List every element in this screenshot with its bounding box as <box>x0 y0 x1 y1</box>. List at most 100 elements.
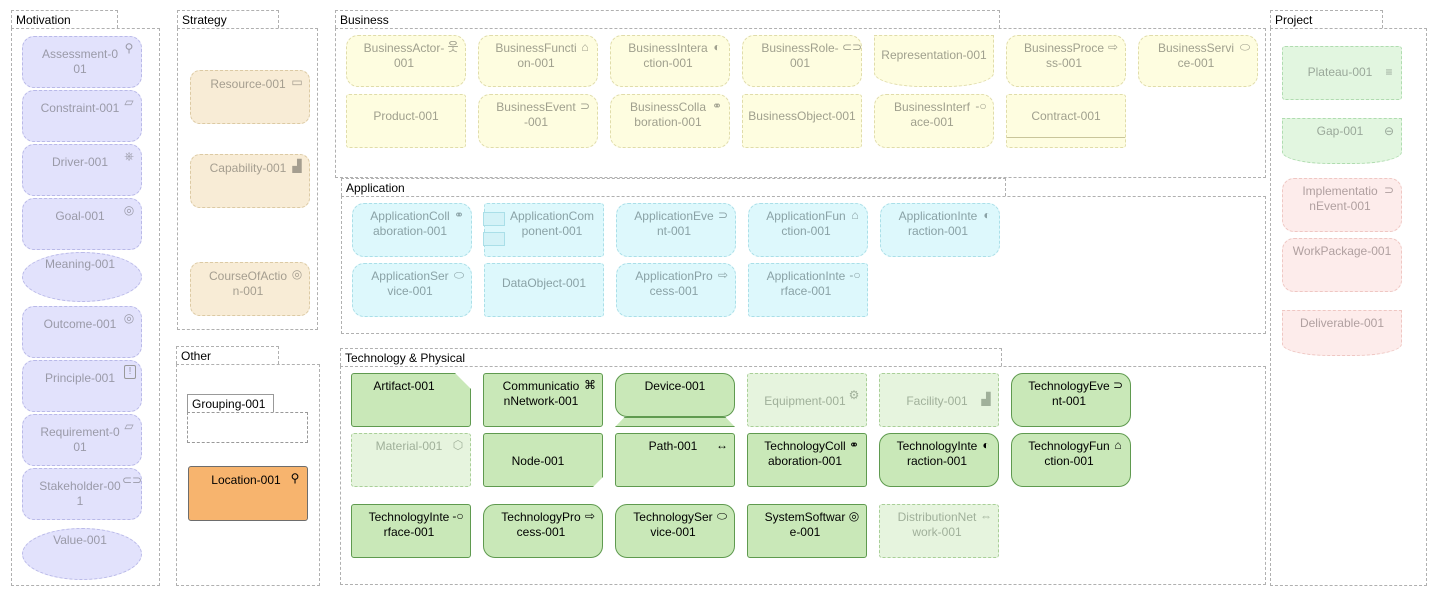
resource-element[interactable]: Resource-001 ▭ <box>190 70 310 124</box>
business-event-element[interactable]: BusinessEvent-001 ⊃ <box>478 94 598 148</box>
distribution-network-element[interactable]: DistributionNetwork-001 ⇔ <box>879 504 999 558</box>
technology-event-element[interactable]: TechnologyEvent-001 ⊃ <box>1011 373 1131 427</box>
artifact-element[interactable]: Artifact-001 <box>351 373 471 427</box>
application-interaction-element[interactable]: ApplicationInteraction-001 ◐ <box>880 203 1000 257</box>
group-tab-motivation: Motivation <box>11 10 118 28</box>
facility-element[interactable]: Facility-001 ▟ <box>879 373 999 427</box>
technology-collaboration-element[interactable]: TechnologyCollaboration-001 ⚭ <box>747 433 867 487</box>
goal-element[interactable]: Goal-001 ◎ <box>22 198 142 250</box>
application-process-element[interactable]: ApplicationProcess-001 ⇨ <box>616 263 736 317</box>
assessment-element[interactable]: Assessment-001 ⚲ <box>22 36 142 88</box>
group-project[interactable] <box>1270 28 1427 586</box>
business-process-element[interactable]: BusinessProcess-001 ⇨ <box>1006 35 1126 87</box>
representation-element[interactable]: Representation-001 <box>874 35 994 87</box>
gap-element[interactable]: Gap-001 ⊖ <box>1282 118 1402 164</box>
driver-element[interactable]: Driver-001 ⎈ <box>22 144 142 196</box>
target-arrow-icon: ◎ <box>123 311 135 325</box>
group-other[interactable] <box>176 364 320 586</box>
location-element[interactable]: Location-001 ⚲ <box>188 466 308 521</box>
stakeholder-element[interactable]: Stakeholder-001 ⊂⊃ <box>22 468 142 520</box>
event-icon: ⊃ <box>1383 183 1395 197</box>
communication-network-element[interactable]: CommunicationNetwork-001 ⌘ <box>483 373 603 427</box>
application-collaboration-element[interactable]: ApplicationCollaboration-001 ⚭ <box>352 203 472 257</box>
application-event-element[interactable]: ApplicationEvent-001 ⊃ <box>616 203 736 257</box>
path-label: Path-001 <box>648 439 698 453</box>
technology-process-element[interactable]: TechnologyProcess-001 ⇨ <box>483 504 603 558</box>
plateau-label: Plateau-001 <box>1307 65 1373 79</box>
location-label: Location-001 <box>211 473 281 487</box>
service-pill-icon: ⬭ <box>453 268 465 282</box>
plateau-element[interactable]: Plateau-001 ≡ <box>1282 46 1402 100</box>
contract-element[interactable]: Contract-001 <box>1006 94 1126 148</box>
group-technology[interactable] <box>340 366 1266 585</box>
group-label-technology: Technology & Physical <box>345 351 466 365</box>
system-software-element[interactable]: SystemSoftware-001 ◎ <box>747 504 867 558</box>
node-element[interactable]: Node-001 <box>483 433 603 487</box>
business-object-element[interactable]: BusinessObject-001 <box>742 94 862 148</box>
constraint-element[interactable]: Constraint-001 ▱ <box>22 90 142 142</box>
stakeholder-label: Stakeholder-001 <box>39 479 121 508</box>
cylinder-icon: ⊂⊃ <box>122 473 143 487</box>
business-interaction-element[interactable]: BusinessInteraction-001 ◐ <box>610 35 730 87</box>
material-element[interactable]: Material-001 ⬡ <box>351 433 471 487</box>
deliverable-element[interactable]: Deliverable-001 <box>1282 310 1402 356</box>
driver-label: Driver-001 <box>51 155 108 169</box>
meaning-element[interactable]: Meaning-001 <box>22 252 142 302</box>
outcome-element[interactable]: Outcome-001 ◎ <box>22 306 142 358</box>
hexagon-icon: ⬡ <box>452 438 464 452</box>
application-function-label: ApplicationFunction-001 <box>766 209 846 238</box>
data-object-element[interactable]: DataObject-001 <box>484 263 604 317</box>
group-label-business: Business <box>340 13 389 27</box>
exclamation-icon: ! <box>124 365 136 379</box>
requirement-element[interactable]: Requirement-001 ▱ <box>22 414 142 466</box>
stick-figure-icon: 웃 <box>447 40 459 54</box>
target-icon: ◎ <box>123 203 135 217</box>
path-element[interactable]: Path-001 ↔ <box>615 433 735 487</box>
application-component-label: ApplicationComponent-001 <box>509 209 595 238</box>
group-label-application: Application <box>346 181 405 195</box>
group-business[interactable] <box>335 28 1266 178</box>
business-role-element[interactable]: BusinessRole-001 ⊂⊃ <box>742 35 862 87</box>
business-collaboration-element[interactable]: BusinessCollaboration-001 ⚭ <box>610 94 730 148</box>
grouping-element[interactable] <box>187 412 308 443</box>
business-actor-element[interactable]: BusinessActor-001 웃 <box>346 35 466 87</box>
capability-element[interactable]: Capability-001 ▟ <box>190 154 310 208</box>
group-application[interactable] <box>341 196 1266 334</box>
parallelogram-icon: ▱ <box>124 419 134 433</box>
group-strategy[interactable] <box>177 28 318 330</box>
arrow-right-icon: ⇨ <box>584 509 596 523</box>
device-element[interactable]: Device-001 <box>615 373 735 417</box>
target-arrow-icon: ◎ <box>291 267 303 281</box>
technology-function-element[interactable]: TechnologyFunction-001 ⌂ <box>1011 433 1131 487</box>
implementation-event-element[interactable]: ImplementationEvent-001 ⊃ <box>1282 178 1402 232</box>
group-tab-business: Business <box>335 10 1000 28</box>
product-element[interactable]: Product-001 <box>346 94 466 148</box>
network-icon: ⌘ <box>584 378 596 392</box>
business-function-element[interactable]: BusinessFunction-001 ⌂ <box>478 35 598 87</box>
group-tab-application: Application <box>341 178 1006 196</box>
application-function-element[interactable]: ApplicationFunction-001 ⌂ <box>748 203 868 257</box>
equipment-element[interactable]: Equipment-001 ⚙ <box>747 373 867 427</box>
business-service-element[interactable]: BusinessService-001 ⬭ <box>1138 35 1258 87</box>
application-service-element[interactable]: ApplicationService-001 ⬭ <box>352 263 472 317</box>
technology-interaction-element[interactable]: TechnologyInteraction-001 ◐ <box>879 433 999 487</box>
application-interface-label: ApplicationInterface-001 <box>766 269 846 298</box>
map-pin-icon: ⚲ <box>290 471 300 485</box>
group-motivation[interactable] <box>11 28 160 586</box>
gap-circle-icon: ⊖ <box>1383 124 1395 138</box>
business-interface-element[interactable]: BusinessInterface-001 -○ <box>874 94 994 148</box>
device-label: Device-001 <box>644 379 706 393</box>
principle-element[interactable]: Principle-001 ! <box>22 360 142 412</box>
application-component-element[interactable]: ApplicationComponent-001 <box>483 203 604 257</box>
value-element[interactable]: Value-001 <box>22 528 142 580</box>
work-package-element[interactable]: WorkPackage-001 <box>1282 238 1402 292</box>
technology-service-element[interactable]: TechnologyService-001 ⬭ <box>615 504 735 558</box>
disc-icon: ◎ <box>848 509 860 523</box>
course-of-action-element[interactable]: CourseOfAction-001 ◎ <box>190 262 310 316</box>
application-interface-element[interactable]: ApplicationInterface-001 -○ <box>748 263 868 317</box>
system-software-label: SystemSoftware-001 <box>764 510 846 539</box>
interface-lollipop-icon: -○ <box>975 99 987 113</box>
technology-interface-element[interactable]: TechnologyInterface-001 -○ <box>351 504 471 558</box>
meaning-label: Meaning-001 <box>44 257 116 271</box>
artifact-label: Artifact-001 <box>373 379 435 393</box>
